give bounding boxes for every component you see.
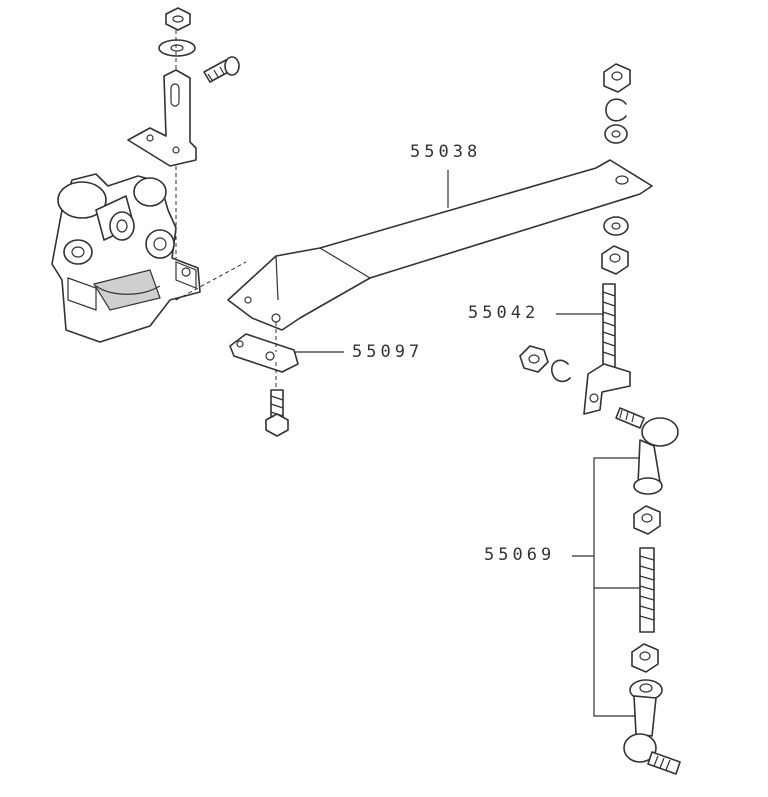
- link-assembly-55069: [572, 407, 681, 775]
- top-nut-left: [165, 7, 191, 31]
- label-55038: 55038: [410, 142, 482, 162]
- label-55069: 55069: [484, 545, 556, 565]
- plate-bolt: [265, 389, 289, 437]
- leader-lines: [294, 170, 604, 353]
- upper-nut-right: [603, 63, 631, 93]
- side-nut: [519, 345, 549, 373]
- bracket-bolt: [203, 56, 240, 83]
- lower-washer-right: [603, 216, 629, 236]
- label-55097: 55097: [352, 342, 424, 362]
- height-control-valve: [51, 173, 201, 343]
- upper-spring-clip-right: [605, 98, 627, 122]
- label-55042: 55042: [468, 303, 540, 323]
- side-spring-clip: [550, 359, 571, 383]
- lower-nut-right: [601, 245, 629, 275]
- plate-55097: [229, 322, 299, 398]
- top-washer-left: [158, 39, 196, 57]
- arm-55038: [175, 159, 653, 331]
- stud-bracket-55042: [583, 283, 631, 415]
- upper-washer-right: [604, 124, 628, 144]
